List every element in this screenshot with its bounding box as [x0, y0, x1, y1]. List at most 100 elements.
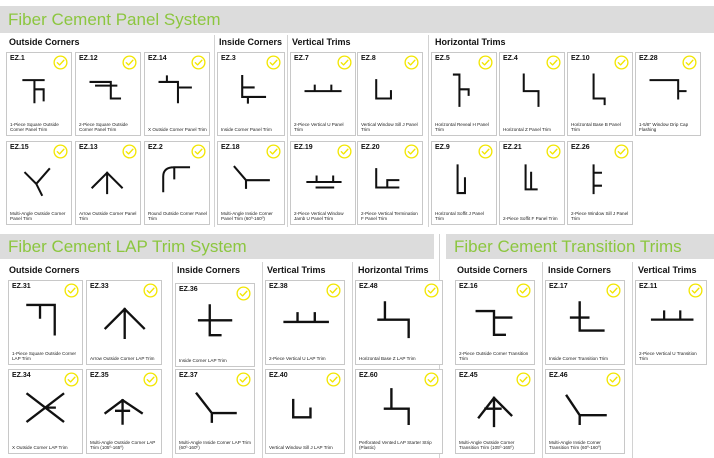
product-caption: Multi-Angle Inside Corner LAP Trim (60º-…	[179, 439, 251, 451]
product-caption: Perforated Vented LAP Starter Strip (Pla…	[359, 439, 432, 451]
product-caption: 2-Piece Square Outside Corner Panel Trim	[79, 121, 128, 133]
product-caption: 1-Piece Square Outside Corner Panel Trim	[10, 121, 59, 133]
product-code: EZ.21	[503, 144, 522, 151]
product-code: EZ.35	[90, 372, 109, 379]
group-heading: Vertical Trims	[638, 265, 697, 275]
check-circle-icon	[516, 372, 531, 387]
trim-profile-drawing	[441, 157, 487, 200]
trim-profile-drawing	[154, 68, 200, 111]
product-caption: X Outside Corner Panel Trim	[148, 127, 207, 133]
trim-profile-drawing	[367, 157, 413, 200]
trim-profile-drawing	[187, 299, 243, 342]
product-code: EZ.2	[148, 144, 163, 151]
product-caption: Inside Corner Panel Trim	[221, 127, 272, 133]
panel-system-banner: Fiber Cement Panel System	[0, 6, 714, 33]
check-circle-icon	[64, 372, 79, 387]
check-circle-icon	[236, 372, 251, 387]
group-divider	[428, 35, 429, 227]
product-code: EZ.17	[549, 283, 568, 290]
trim-profile-drawing	[19, 385, 72, 428]
check-circle-icon	[236, 286, 251, 301]
product-card[interactable]: EZ.28 1-5/8" Window Drip Cap Flashing	[635, 52, 701, 136]
product-code: EZ.9	[435, 144, 450, 151]
check-circle-icon	[266, 144, 281, 159]
product-caption: X Outside Corner LAP Trim	[12, 445, 68, 451]
product-code: EZ.37	[179, 372, 198, 379]
product-code: EZ.7	[294, 55, 309, 62]
product-code: EZ.1	[10, 55, 25, 62]
product-caption: Vertical Window Sill J Panel Trim	[361, 121, 418, 133]
product-code: EZ.15	[10, 144, 29, 151]
product-caption: 2-Piece Window Sill J Panel Trim	[571, 210, 629, 222]
check-circle-icon	[606, 283, 621, 298]
product-caption: 1-5/8" Window Drip Cap Flashing	[639, 121, 689, 133]
product-code: EZ.45	[459, 372, 478, 379]
check-circle-icon	[122, 55, 137, 70]
group-divider	[172, 262, 173, 458]
product-code: EZ.10	[571, 55, 590, 62]
product-code: EZ.38	[269, 283, 288, 290]
trim-profile-drawing	[277, 385, 333, 428]
product-code: EZ.40	[269, 372, 288, 379]
trim-profile-drawing	[646, 296, 696, 339]
check-circle-icon	[191, 55, 206, 70]
transition-trims-banner: Fiber Cement Transition Trims	[446, 234, 714, 259]
check-circle-icon	[478, 55, 493, 70]
trim-profile-drawing	[300, 68, 346, 111]
check-circle-icon	[337, 55, 352, 70]
trim-profile-drawing	[154, 157, 200, 200]
trim-profile-drawing	[277, 296, 333, 339]
group-divider	[214, 35, 215, 227]
product-caption: 2-Piece Vertical U Transition Trim	[639, 350, 697, 362]
lap-system-banner: Fiber Cement LAP Trim System	[0, 234, 434, 259]
check-circle-icon	[424, 283, 439, 298]
product-code: EZ.28	[639, 55, 658, 62]
group-heading: Outside Corners	[9, 265, 80, 275]
product-code: EZ.5	[435, 55, 450, 62]
product-code: EZ.36	[179, 286, 198, 293]
check-circle-icon	[682, 55, 697, 70]
group-heading: Outside Corners	[9, 37, 80, 47]
product-code: EZ.33	[90, 283, 109, 290]
trim-profile-drawing	[85, 68, 131, 111]
check-circle-icon	[688, 283, 703, 298]
product-caption: Round Outside Corner Panel Trim	[148, 210, 207, 222]
product-caption: 2-Piece Vertical Termination F Panel Tri…	[361, 210, 418, 222]
trim-profile-drawing	[368, 385, 430, 428]
check-circle-icon	[53, 55, 68, 70]
group-heading: Outside Corners	[457, 265, 528, 275]
product-card[interactable]: EZ.1 1-Piece Square Outside Corner Panel …	[6, 52, 72, 136]
